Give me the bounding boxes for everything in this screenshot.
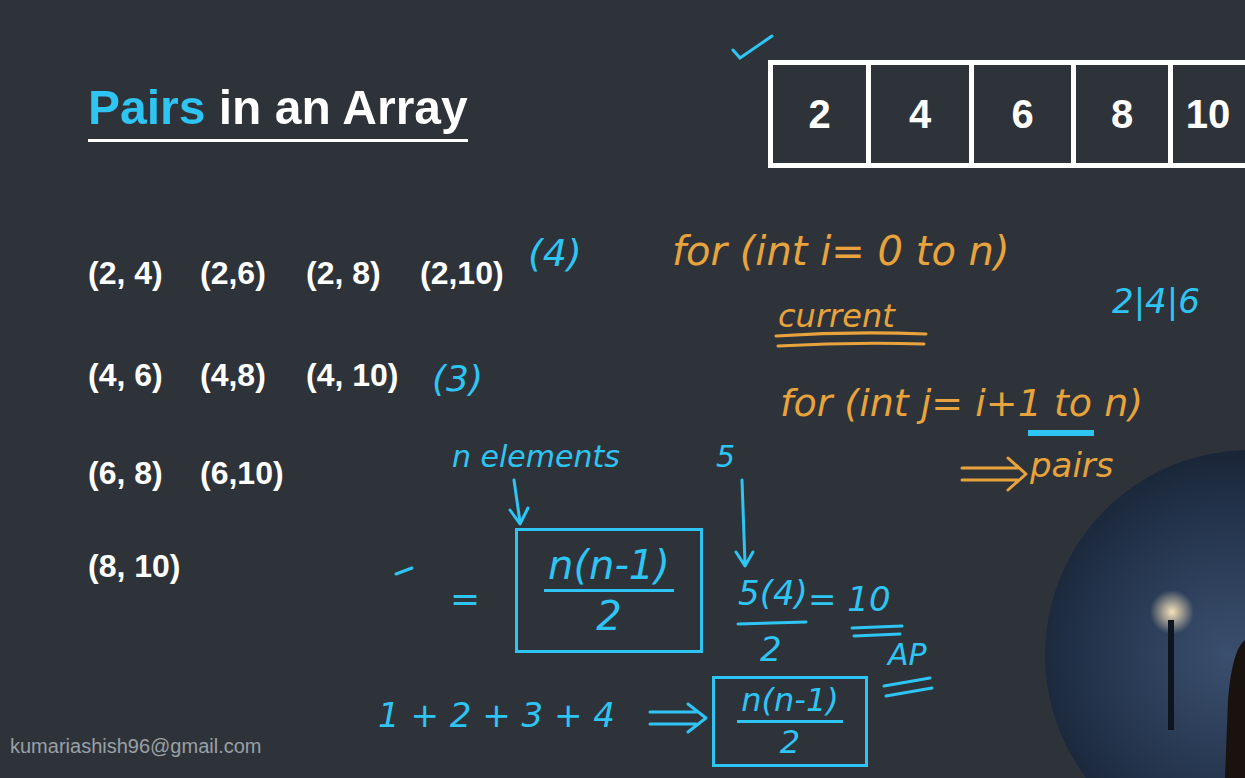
pointer-arrow xyxy=(510,480,528,524)
formula-box: n(n-1)2 xyxy=(515,528,703,653)
math-note: = 10 xyxy=(808,580,891,619)
math-note: AP xyxy=(888,638,927,673)
implies-arrow xyxy=(962,458,1026,490)
math-note: 1 + 2 + 3 + 4 xyxy=(378,696,615,735)
pair-label: (2,10) xyxy=(420,255,504,292)
double-underline xyxy=(776,333,926,346)
fraction-denominator: 2 xyxy=(544,592,674,638)
dash-mark xyxy=(396,568,412,574)
pair-label: (2, 8) xyxy=(306,255,381,292)
person-silhouette xyxy=(1225,640,1245,778)
array-cell: 2 xyxy=(768,60,871,168)
fraction-denominator: 2 xyxy=(737,723,843,760)
pair-label: (4,8) xyxy=(200,357,266,394)
array-cell: 10 xyxy=(1168,60,1245,168)
fraction-line xyxy=(738,622,806,624)
watermark: kumariashish96@gmail.com xyxy=(10,735,262,758)
webcam-overlay xyxy=(1045,450,1245,778)
fraction-numerator: n(n-1) xyxy=(737,683,843,723)
cell-value: 2 xyxy=(808,92,830,137)
pair-label: (4, 6) xyxy=(88,357,163,394)
code-note: current xyxy=(778,298,895,335)
math-note: 5 xyxy=(716,440,735,475)
count-note: (3) xyxy=(432,358,483,399)
webcam-circle xyxy=(1045,450,1245,778)
lamp-stand xyxy=(1168,620,1174,730)
pair-label: (4, 10) xyxy=(306,357,398,394)
count-note: (4) xyxy=(528,232,582,276)
pair-label: (2, 4) xyxy=(88,255,163,292)
double-underline xyxy=(884,678,932,696)
highlight-bar xyxy=(1028,430,1094,436)
pair-label: (6,10) xyxy=(200,455,284,492)
fraction-numerator: n(n-1) xyxy=(544,543,674,592)
math-note: = xyxy=(450,578,480,619)
array-sketch: 2|4|6 xyxy=(1112,282,1200,321)
double-underline xyxy=(852,626,902,636)
slide-title: Pairs in an Array xyxy=(88,80,468,142)
pointer-arrow xyxy=(736,480,753,566)
array-cell: 6 xyxy=(969,60,1076,168)
array-cell: 8 xyxy=(1071,60,1173,168)
pair-label: (6, 8) xyxy=(88,455,163,492)
formula-box: n(n-1)2 xyxy=(712,676,868,767)
code-note: pairs xyxy=(1030,446,1114,485)
tick-mark xyxy=(733,36,772,58)
math-note: n elements xyxy=(452,440,620,475)
math-note: 2 xyxy=(760,630,782,669)
math-note: 5(4) xyxy=(738,574,808,613)
cell-value: 8 xyxy=(1111,92,1133,137)
implies-arrow xyxy=(650,704,706,732)
cell-value: 4 xyxy=(909,92,931,137)
code-note: for (int j= i+1 to n) xyxy=(780,382,1143,426)
code-note: for (int i= 0 to n) xyxy=(672,228,1010,274)
cell-value: 6 xyxy=(1011,92,1033,137)
array-cell: 4 xyxy=(866,60,974,168)
cell-value: 10 xyxy=(1186,92,1231,137)
pair-label: (2,6) xyxy=(200,255,266,292)
pair-label: (8, 10) xyxy=(88,548,180,585)
